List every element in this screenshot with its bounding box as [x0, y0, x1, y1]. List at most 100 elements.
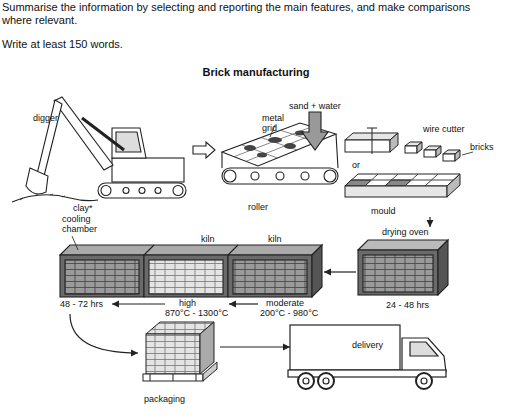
part-label: clay*	[73, 203, 93, 213]
flow-arrow	[112, 303, 165, 304]
pallet-side	[203, 362, 217, 381]
clay-lump	[268, 137, 282, 143]
mould-front	[345, 186, 447, 197]
diagram-title: Brick manufacturing	[0, 66, 512, 79]
mould-divider	[351, 174, 453, 186]
wire-cutter-step: wire cutter	[343, 122, 465, 156]
clay-lump	[257, 153, 267, 158]
step-label: kiln	[268, 234, 282, 244]
clay-bar-front	[345, 140, 390, 152]
cooling-chamber-step: cooling chamber48 - 72 hrs	[60, 214, 112, 314]
pallet-drawing	[143, 322, 217, 381]
track-wheel	[173, 186, 183, 196]
kiln-front	[228, 255, 312, 297]
clay-bar-side	[390, 133, 398, 152]
instruction-text: Write at least 150 words.	[2, 38, 123, 51]
alternative-label: or	[352, 160, 360, 170]
brick-side	[455, 150, 460, 161]
oven-side	[438, 240, 448, 295]
track-wheel	[123, 188, 129, 194]
roller-wheel	[276, 172, 284, 180]
mould-drawing	[345, 174, 460, 197]
chamber-front	[60, 255, 144, 297]
oven-front	[358, 250, 438, 295]
pallet-front	[143, 374, 203, 381]
kiln-drawing	[60, 236, 322, 297]
step-label: mould	[371, 206, 396, 216]
flow-arrow	[220, 346, 290, 347]
part-label: metal grid	[262, 113, 292, 133]
brick-front	[405, 146, 417, 153]
wheel-hub	[303, 378, 309, 384]
brick-front	[424, 150, 436, 157]
step-label: delivery	[352, 340, 383, 350]
roller-wheel	[301, 172, 309, 180]
truck-cargo	[290, 325, 400, 370]
flow-arrow	[429, 217, 430, 227]
clay-lump	[284, 143, 296, 149]
wheel-hub	[323, 378, 329, 384]
step-detail: 48 - 72 hrs	[60, 299, 103, 309]
clay-texture	[20, 194, 65, 200]
track-wheel	[139, 188, 145, 194]
step-label: packaging	[144, 394, 185, 404]
truck-wheel	[318, 373, 334, 389]
digger-drawing	[12, 97, 186, 202]
wheel-hub	[421, 378, 427, 384]
digger-track	[98, 183, 186, 198]
kiln-step: kiln moderate200°C - 980°C	[258, 234, 324, 320]
roller-wheel	[324, 170, 336, 182]
digger-step: digger	[15, 108, 190, 200]
delivery-step: delivery	[290, 324, 446, 390]
kiln-bricks	[233, 260, 307, 294]
instruction-text: Summarise the information by selecting a…	[2, 1, 480, 27]
flow-arrow	[193, 142, 215, 158]
mould-step: mould	[343, 166, 463, 217]
step-detail: 24 - 48 hrs	[386, 300, 429, 310]
leader-line	[72, 236, 78, 250]
step-detail: moderate	[266, 298, 304, 308]
step-label: digger	[33, 113, 58, 123]
input-arrow	[302, 112, 328, 150]
roller-wheel	[251, 172, 259, 180]
kiln-bricks	[149, 260, 223, 294]
truck-wheel	[416, 373, 432, 389]
kiln-step: kilnhigh870°C - 1300°C	[165, 234, 229, 320]
drying-oven-step: drying oven 24 - 48 hrs	[356, 227, 452, 312]
truck-cab	[402, 338, 446, 372]
clay-lump	[244, 145, 256, 151]
step-detail: 200°C - 980°C	[260, 308, 318, 318]
hydraulic-ram	[82, 118, 124, 150]
part-label: bricks	[470, 142, 494, 152]
stack-front	[146, 334, 200, 374]
brick-side	[417, 142, 422, 153]
brick-front	[443, 154, 455, 161]
digger-arm	[37, 100, 62, 176]
truck-drawing	[288, 325, 446, 389]
input-label: sand + water	[289, 101, 341, 111]
brick-side	[436, 146, 441, 157]
kiln-divider	[144, 245, 238, 255]
step-label: roller	[248, 202, 268, 212]
kiln-top	[60, 245, 322, 255]
track-wheel	[155, 188, 161, 194]
track-wheel	[101, 186, 111, 196]
step-label: drying oven	[382, 227, 429, 237]
pallet-slat	[150, 374, 196, 381]
roller-step: roller	[216, 120, 338, 212]
mould-side	[447, 174, 460, 197]
oven-top	[358, 240, 448, 250]
step-detail: high	[179, 298, 196, 308]
digger-bucket	[26, 168, 48, 194]
clay-ground	[12, 195, 98, 202]
conveyor-drawing	[222, 112, 338, 184]
truck-wheel	[298, 373, 314, 389]
truck-window	[410, 342, 438, 356]
packaging-step: packaging	[138, 318, 220, 406]
oven-bricks	[363, 255, 433, 292]
roller-wheel	[224, 170, 236, 182]
kiln-side	[312, 245, 322, 297]
mould-top	[345, 174, 460, 186]
cutting-wire	[367, 128, 377, 154]
